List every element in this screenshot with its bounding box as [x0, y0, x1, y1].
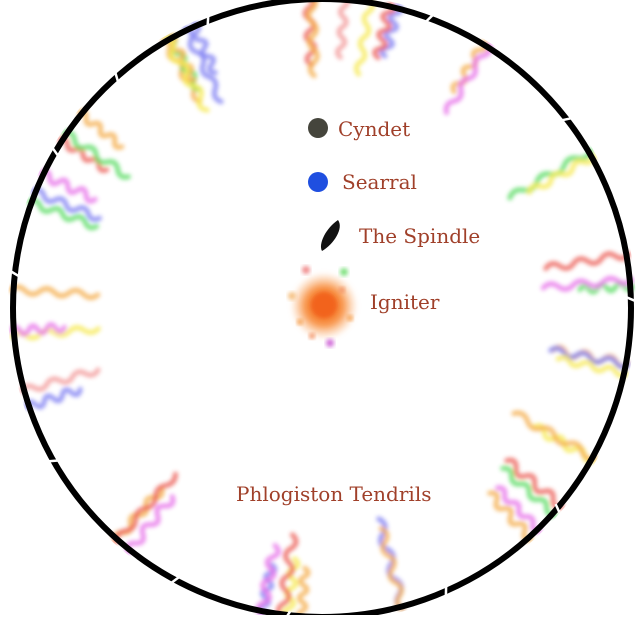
- tendril-strand: [21, 370, 98, 391]
- spindle-shape: [321, 220, 340, 251]
- rim-break: [49, 461, 58, 462]
- tendril-strand: [11, 287, 98, 298]
- tendril-strand: [337, 0, 347, 57]
- tendril-strand: [33, 190, 100, 220]
- tendril-strand: [446, 45, 490, 113]
- rim-break: [208, 16, 209, 25]
- tendril-strand: [356, 0, 372, 74]
- tendril-strand: [381, 529, 403, 610]
- spindle-label: The Spindle: [359, 224, 480, 248]
- igniter-label: Igniter: [370, 290, 440, 314]
- tendril-strand: [298, 568, 308, 615]
- tendril-strand: [309, 0, 318, 76]
- tendril-strand: [546, 254, 629, 269]
- tendril-strand: [26, 389, 80, 407]
- tendril-strand: [79, 112, 122, 148]
- tendrils-label: Phlogiston Tendrils: [236, 482, 431, 506]
- cyndet-dot: [308, 118, 328, 138]
- tendril-strand: [41, 171, 96, 201]
- searral-label: Searral: [342, 170, 417, 194]
- igniter-burst: [288, 266, 358, 347]
- tendril-strand: [510, 150, 591, 198]
- cyndet-label: Cyndet: [338, 117, 410, 141]
- tendril-strand: [59, 139, 106, 171]
- tendril-strand: [514, 413, 596, 459]
- tendril-strand: [453, 42, 486, 92]
- searral-dot: [308, 172, 328, 192]
- tendril-strand: [64, 132, 129, 177]
